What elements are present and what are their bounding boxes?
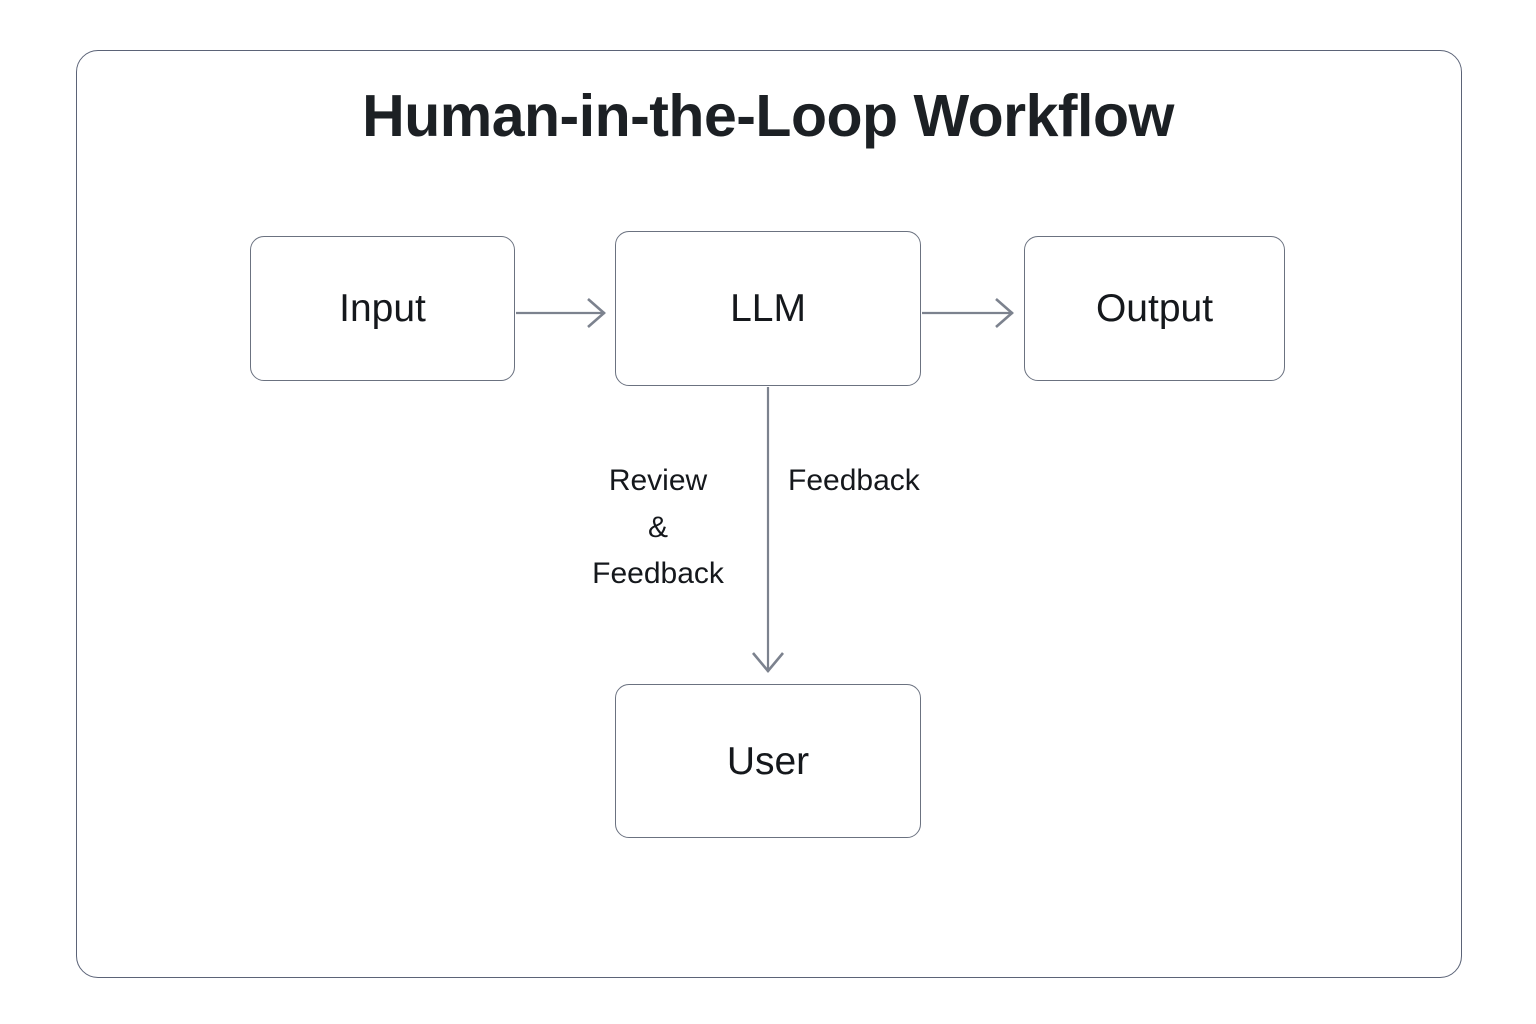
node-llm[interactable]: LLM (615, 231, 921, 386)
node-input-label: Input (339, 287, 426, 330)
page-title: Human-in-the-Loop Workflow (362, 83, 1174, 149)
node-input[interactable]: Input (250, 236, 515, 381)
edge-label-feedback: Feedback (788, 464, 920, 497)
edge-label-review-feedback: Review & Feedback (592, 464, 724, 590)
node-output-label: Output (1095, 287, 1214, 330)
node-llm-label: LLM (730, 287, 806, 330)
node-output[interactable]: Output (1024, 236, 1285, 381)
node-user[interactable]: User (615, 684, 921, 838)
node-user-label: User (726, 739, 810, 783)
